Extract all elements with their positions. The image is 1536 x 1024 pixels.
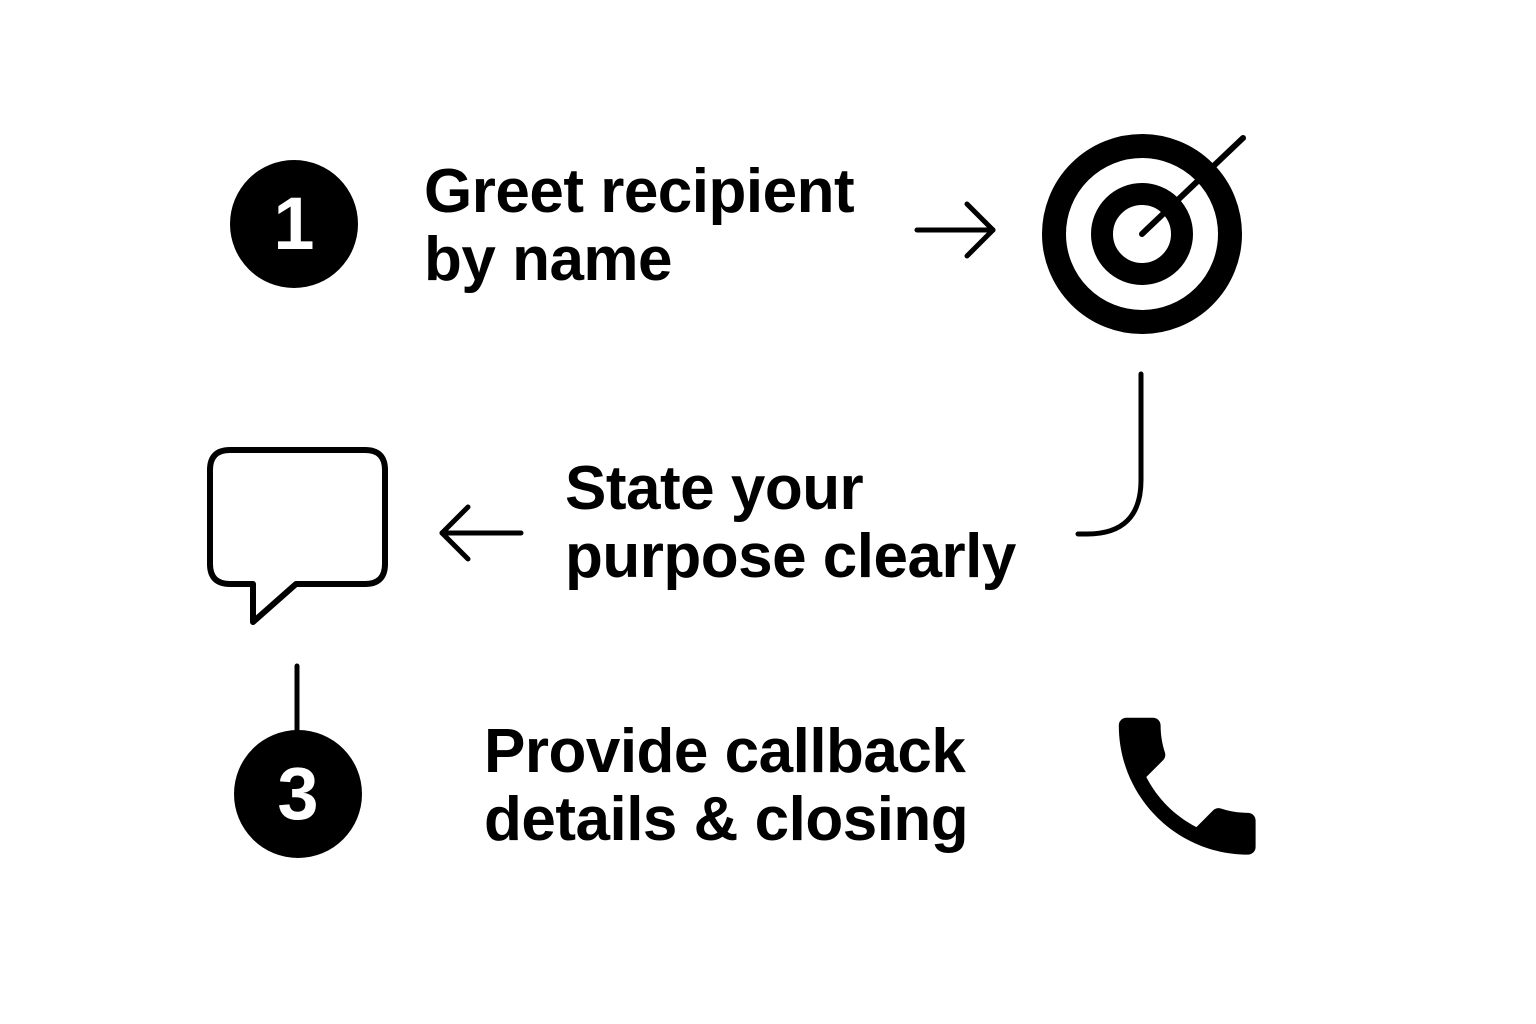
step-1-line-2: by name [424,225,673,294]
step-1-line-1: Greet recipient [424,157,855,226]
step-3-line-2: details & closing [484,785,969,854]
arrow-right-icon [914,201,996,259]
step-2-line-1: State your [565,454,864,523]
connector-curve [1075,371,1144,537]
arrow-left-icon [439,504,524,562]
step-3-badge: 3 [234,730,362,858]
step-3-text: Provide callback details & closing [484,717,969,854]
step-1-badge: 1 [230,160,358,288]
step-2-text: State your purpose clearly [565,455,1016,591]
step-2-line-2: purpose clearly [565,522,1016,591]
step-3-line-1: Provide callback [484,717,966,786]
step-1-text: Greet recipient by name [424,157,855,294]
speech-bubble-icon [207,447,388,625]
phone-icon [1118,717,1256,855]
target-icon [1042,134,1246,334]
